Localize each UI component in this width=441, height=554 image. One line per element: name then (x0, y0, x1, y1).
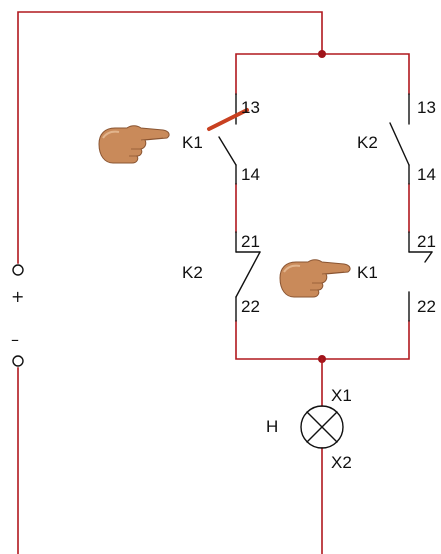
k2-no-contact (389, 93, 410, 185)
supply-positive-wire (17, 11, 323, 264)
k1-nc-terminal-22: 22 (417, 297, 436, 316)
k2-nc-terminal-22: 22 (241, 297, 260, 316)
k2-label-right: K2 (357, 133, 378, 152)
minus-terminal-icon (12, 355, 24, 367)
k1-nc-contact (408, 231, 433, 322)
pointing-hand-icon (98, 124, 171, 164)
k1-no-terminal-14: 14 (241, 165, 260, 184)
plus-terminal-icon (12, 264, 24, 276)
top-bus-wire (235, 53, 410, 95)
k2-no-terminal-14: 14 (417, 165, 436, 184)
k2-label-left: K2 (182, 263, 203, 282)
lamp-terminal-x2: X2 (331, 453, 352, 472)
pointing-hand-icon (279, 258, 352, 298)
lamp-symbol-icon (300, 405, 344, 449)
left-branch-wire-2 (235, 320, 410, 360)
k1-nc-terminal-21: 21 (417, 232, 436, 251)
k1-no-terminal-13: 13 (241, 98, 260, 117)
k2-nc-terminal-21: 21 (241, 232, 260, 251)
k1-label-right: K1 (357, 263, 378, 282)
lamp-label: H (266, 417, 278, 436)
k1-label-left: K1 (182, 133, 203, 152)
k1-no-contact (207, 93, 249, 185)
k2-nc-contact (235, 231, 261, 322)
plus-sign: + (11, 287, 24, 306)
minus-sign: – (11, 330, 19, 349)
k2-no-terminal-13: 13 (417, 98, 436, 117)
top-junction-node (318, 50, 326, 58)
lamp-terminal-x1: X1 (331, 386, 352, 405)
